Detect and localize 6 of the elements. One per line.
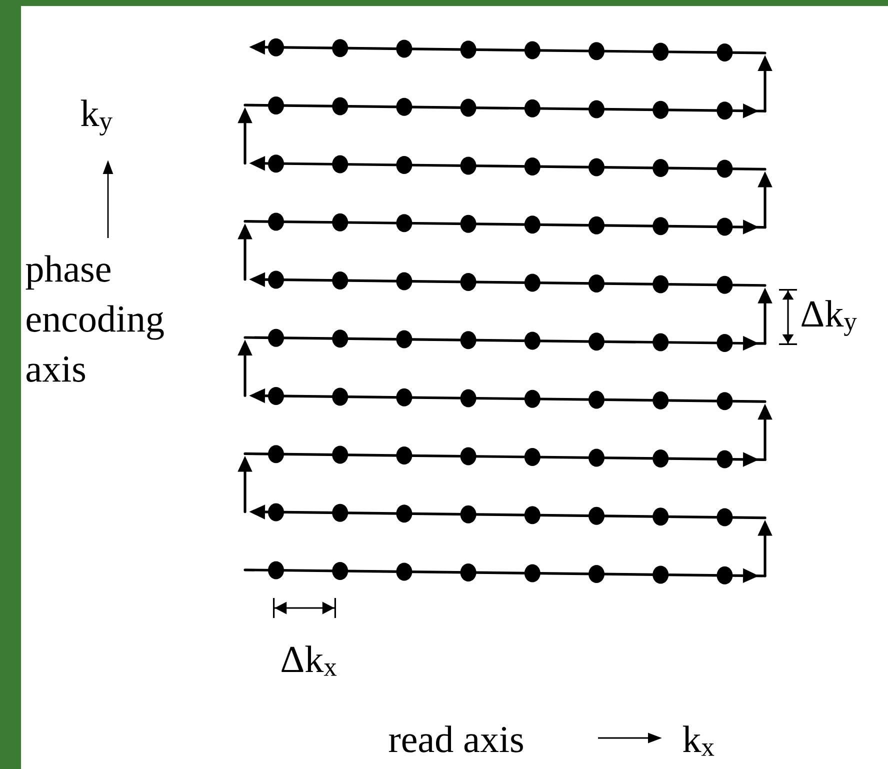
axis-label: k$_{x}$: [682, 726, 714, 756]
dimension-label: Δk$_{y}$: [802, 300, 857, 336]
axis-label: phase encoding axis: [26, 255, 164, 382]
dimension-label: Δk$_{x}$: [282, 646, 337, 676]
axis-label: k$_{y}$: [80, 100, 112, 136]
axis-label: read axis: [388, 726, 523, 752]
